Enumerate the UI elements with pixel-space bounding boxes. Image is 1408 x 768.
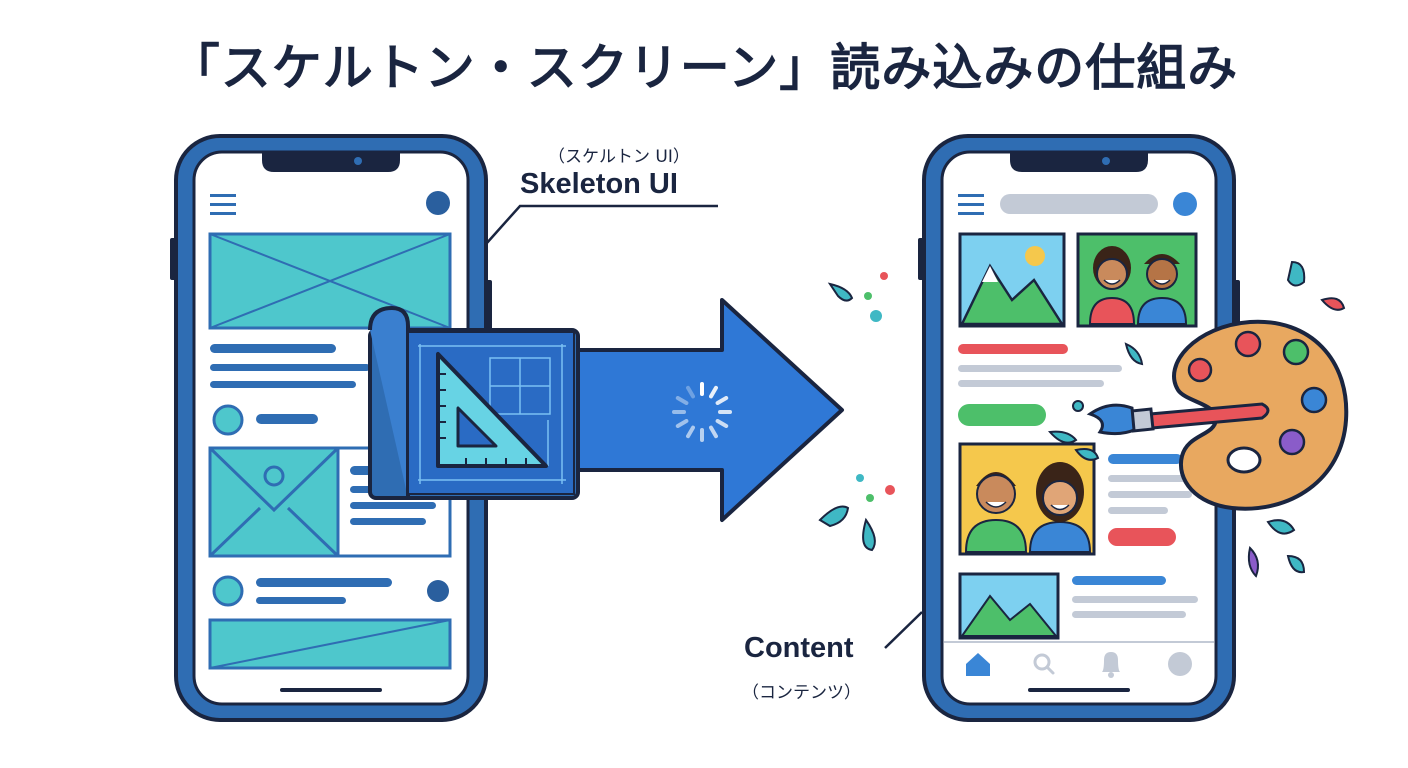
paint-splashes xyxy=(818,260,1346,578)
friends-photo xyxy=(958,442,1096,556)
content-label: Content xyxy=(744,632,854,664)
loading-spinner-icon xyxy=(672,382,732,442)
home-icon xyxy=(966,653,990,676)
bell-icon xyxy=(1102,652,1120,678)
text-line xyxy=(958,380,1104,387)
content-callout-line xyxy=(884,611,923,649)
paintbrush-icon xyxy=(1086,402,1270,436)
blueprint-ruler-icon xyxy=(368,305,580,500)
transition-arrow xyxy=(558,298,844,522)
avatar-placeholder xyxy=(426,191,450,215)
content-label-japanese: （コンテンツ） xyxy=(742,683,861,703)
headline-bar xyxy=(1108,454,1182,464)
landscape-photo xyxy=(958,232,1066,328)
text-line-placeholder xyxy=(210,344,370,388)
avatar-placeholder xyxy=(212,575,244,607)
search-icon xyxy=(1033,653,1055,675)
menu-icon xyxy=(210,194,236,215)
skeleton-callout-line xyxy=(485,204,718,245)
headline-bar xyxy=(1072,576,1166,585)
headline-bar xyxy=(958,344,1068,354)
text-line xyxy=(1072,596,1198,603)
people-photo xyxy=(1076,232,1198,328)
profile-icon xyxy=(1168,652,1192,676)
avatar-placeholder xyxy=(427,580,449,602)
diagram-title: 「スケルトン・スクリーン」読み込みの仕組み xyxy=(169,39,1239,97)
avatar xyxy=(1173,192,1197,216)
text-line xyxy=(958,365,1122,372)
text-line-placeholder xyxy=(256,578,392,587)
landscape-photo xyxy=(958,572,1060,640)
text-line xyxy=(1072,611,1186,618)
action-pill xyxy=(1108,528,1176,546)
avatar-placeholder xyxy=(212,404,244,436)
image-placeholder xyxy=(208,232,452,330)
skeleton-label-japanese: （スケルトン UI） xyxy=(548,147,690,167)
image-placeholder xyxy=(208,618,452,670)
text-line xyxy=(1108,491,1192,498)
text-line xyxy=(1108,507,1168,514)
action-pill xyxy=(958,404,1046,426)
search-bar xyxy=(1000,194,1158,214)
skeleton-label: Skeleton UI xyxy=(520,168,678,200)
menu-icon xyxy=(958,194,984,215)
content-phone xyxy=(918,134,1240,722)
text-line-placeholder xyxy=(256,414,318,424)
text-line xyxy=(1108,475,1188,482)
text-line-placeholder xyxy=(256,597,346,604)
